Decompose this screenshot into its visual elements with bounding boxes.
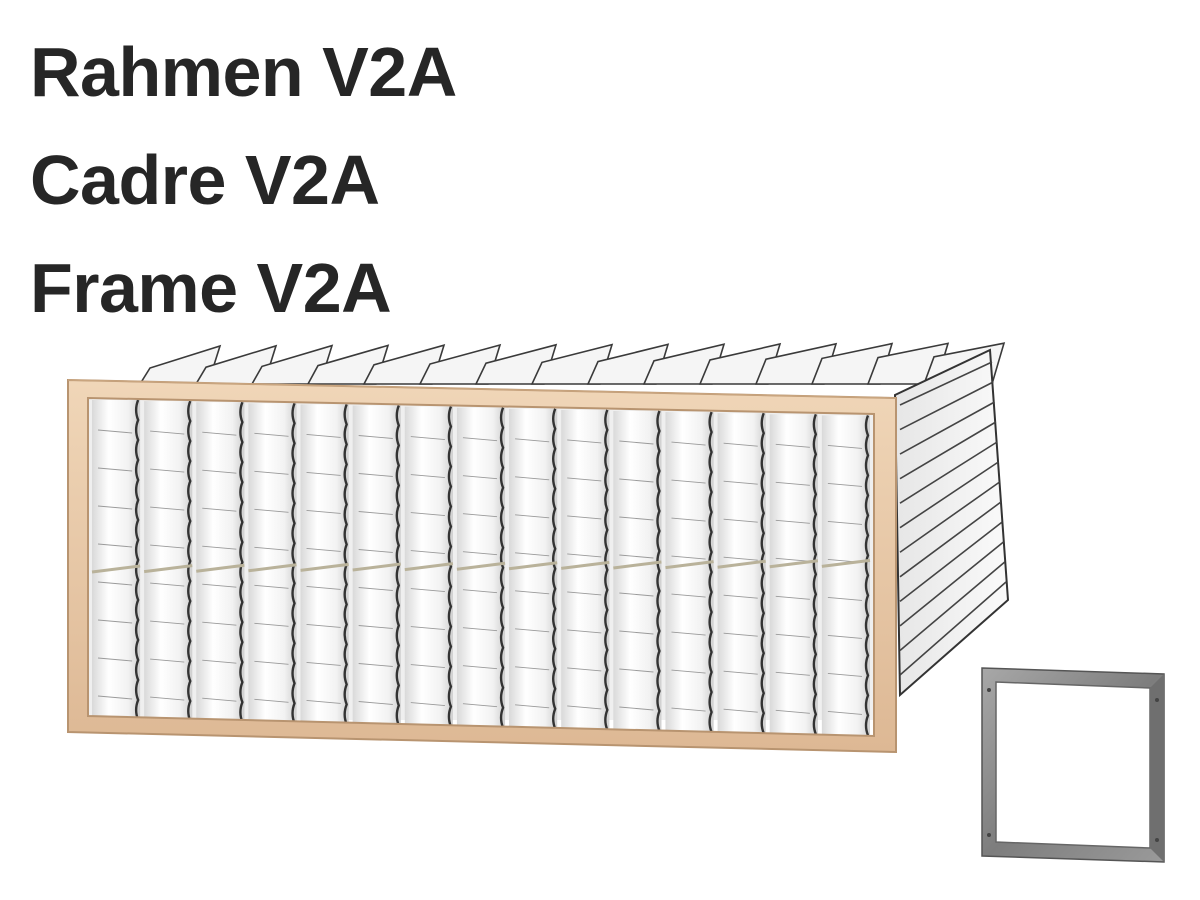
title-block: Rahmen V2A Cadre V2A Frame V2A — [30, 18, 457, 342]
bag-filter-image — [67, 342, 1010, 754]
title-german: Rahmen V2A — [30, 33, 457, 111]
wood-frame — [67, 378, 897, 754]
steel-frame-image — [981, 667, 1165, 863]
title-french: Cadre V2A — [30, 141, 380, 219]
title-english: Frame V2A — [30, 249, 392, 327]
filter-pockets — [91, 399, 871, 736]
filter-side-panel — [893, 348, 1010, 698]
pocket-tops — [138, 342, 1006, 385]
